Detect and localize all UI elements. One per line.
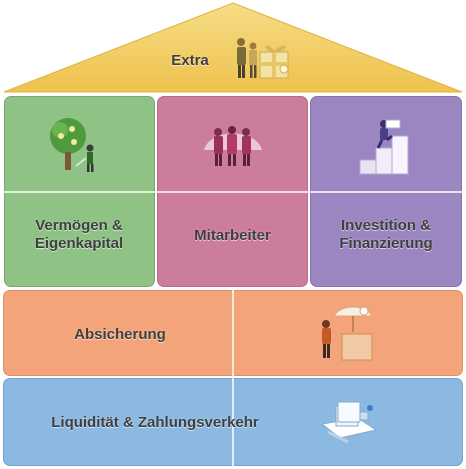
pillar-mitarbeiter-label: Mitarbeiter — [194, 227, 271, 244]
pillar-vermoegen-label: Vermögen & Eigenkapital — [34, 217, 124, 252]
team-people-icon — [204, 126, 262, 166]
pillar-separator-2 — [308, 96, 310, 287]
climbing-stairs-icon — [359, 119, 409, 175]
roof-label: Extra — [171, 52, 209, 69]
insurance-umbrella-icon — [322, 306, 373, 361]
pillar-divider — [4, 191, 462, 193]
band-liquiditaet-divider — [232, 378, 234, 466]
money-stack-icon — [320, 401, 378, 444]
people-with-gift-icon — [237, 38, 289, 79]
roof — [3, 2, 463, 93]
pillar-separator-1 — [155, 96, 157, 287]
band-absicherung-divider — [232, 290, 234, 376]
money-tree-icon — [50, 118, 94, 172]
band-liquiditaet-label: Liquidität & Zahlungsverkehr — [51, 414, 259, 431]
pillar-investition-label: Investition & Finanzierung — [339, 217, 433, 252]
band-absicherung-label: Absicherung — [74, 326, 166, 343]
